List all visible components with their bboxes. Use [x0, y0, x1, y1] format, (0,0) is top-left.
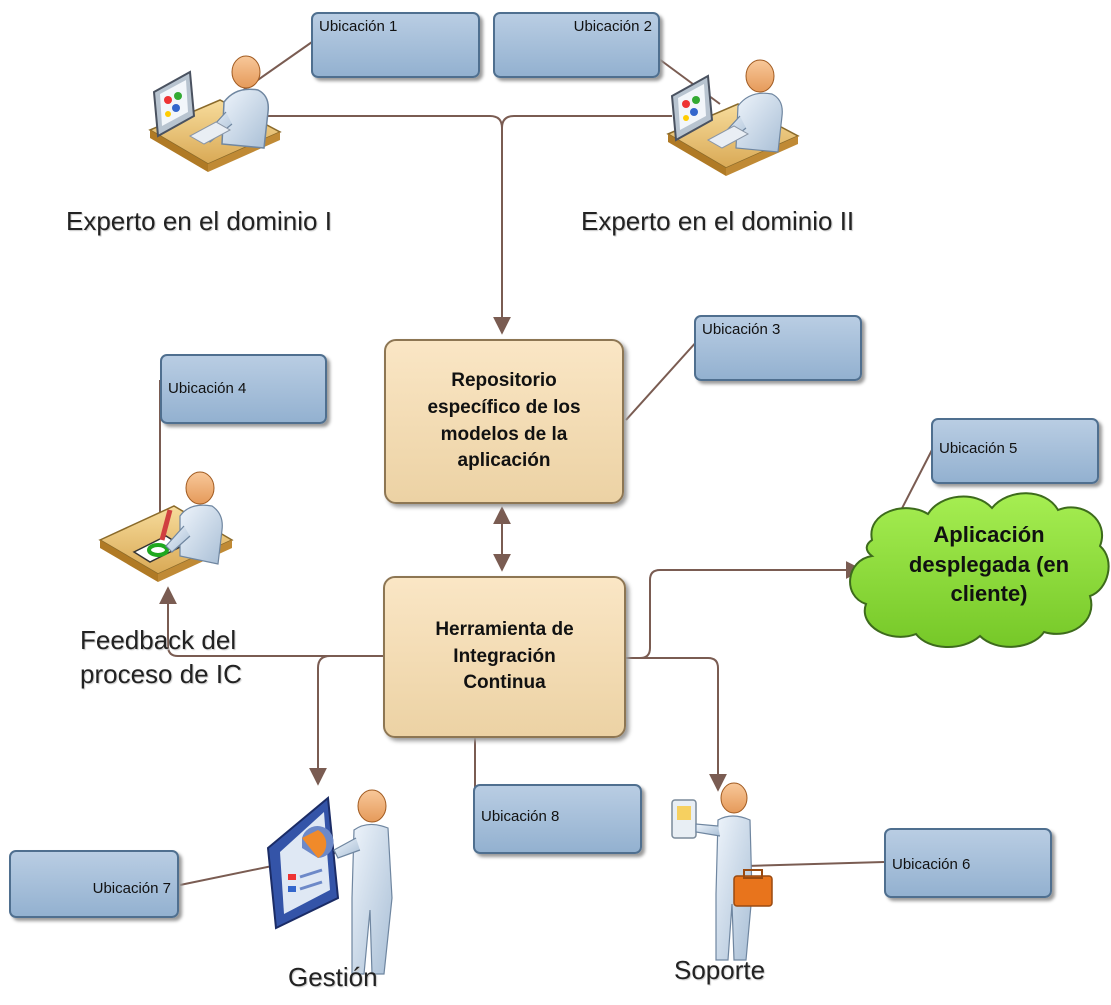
presenter-person-icon: [266, 789, 393, 975]
location-box-1: Ubicación 1: [311, 12, 480, 78]
designer-workstation-icon: [666, 59, 800, 176]
management-label: Gestión: [288, 962, 378, 992]
connector-feedback: [159, 586, 383, 657]
expert-1-label: Experto en el dominio I: [66, 206, 332, 236]
connector-ci-to-support: [626, 657, 727, 792]
deployed-app-cloud: [849, 492, 1110, 649]
location-box-7: Ubicación 7: [9, 850, 179, 918]
connectors: [159, 115, 864, 792]
connector-ci-to-management: [309, 655, 331, 786]
location-box-5: Ubicación 5: [931, 418, 1099, 484]
deployed-app-label: Aplicación desplegada (en cliente): [908, 522, 1070, 607]
ci-tool-box: Herramienta de Integración Continua: [383, 576, 626, 738]
location-box-8: Ubicación 8: [473, 784, 642, 854]
designer-workstation-icon: [148, 55, 282, 172]
support-label: Soporte: [674, 955, 766, 985]
location-box-4: Ubicación 4: [160, 354, 327, 424]
location-box-3: Ubicación 3: [694, 315, 862, 381]
location-box-6: Ubicación 6: [884, 828, 1052, 898]
connector-ci-to-app: [626, 561, 864, 659]
writing-desk-person-icon: [98, 471, 234, 582]
feedback-label: Feedback del proceso de IC: [80, 625, 242, 689]
location-box-2: Ubicación 2: [493, 12, 660, 78]
expert-2-label: Experto en el dominio II: [581, 206, 855, 236]
support-person-icon: [671, 782, 773, 961]
connector-expert2-branch: [501, 115, 672, 129]
repository-box: Repositorio específico de los modelos de…: [384, 339, 624, 504]
